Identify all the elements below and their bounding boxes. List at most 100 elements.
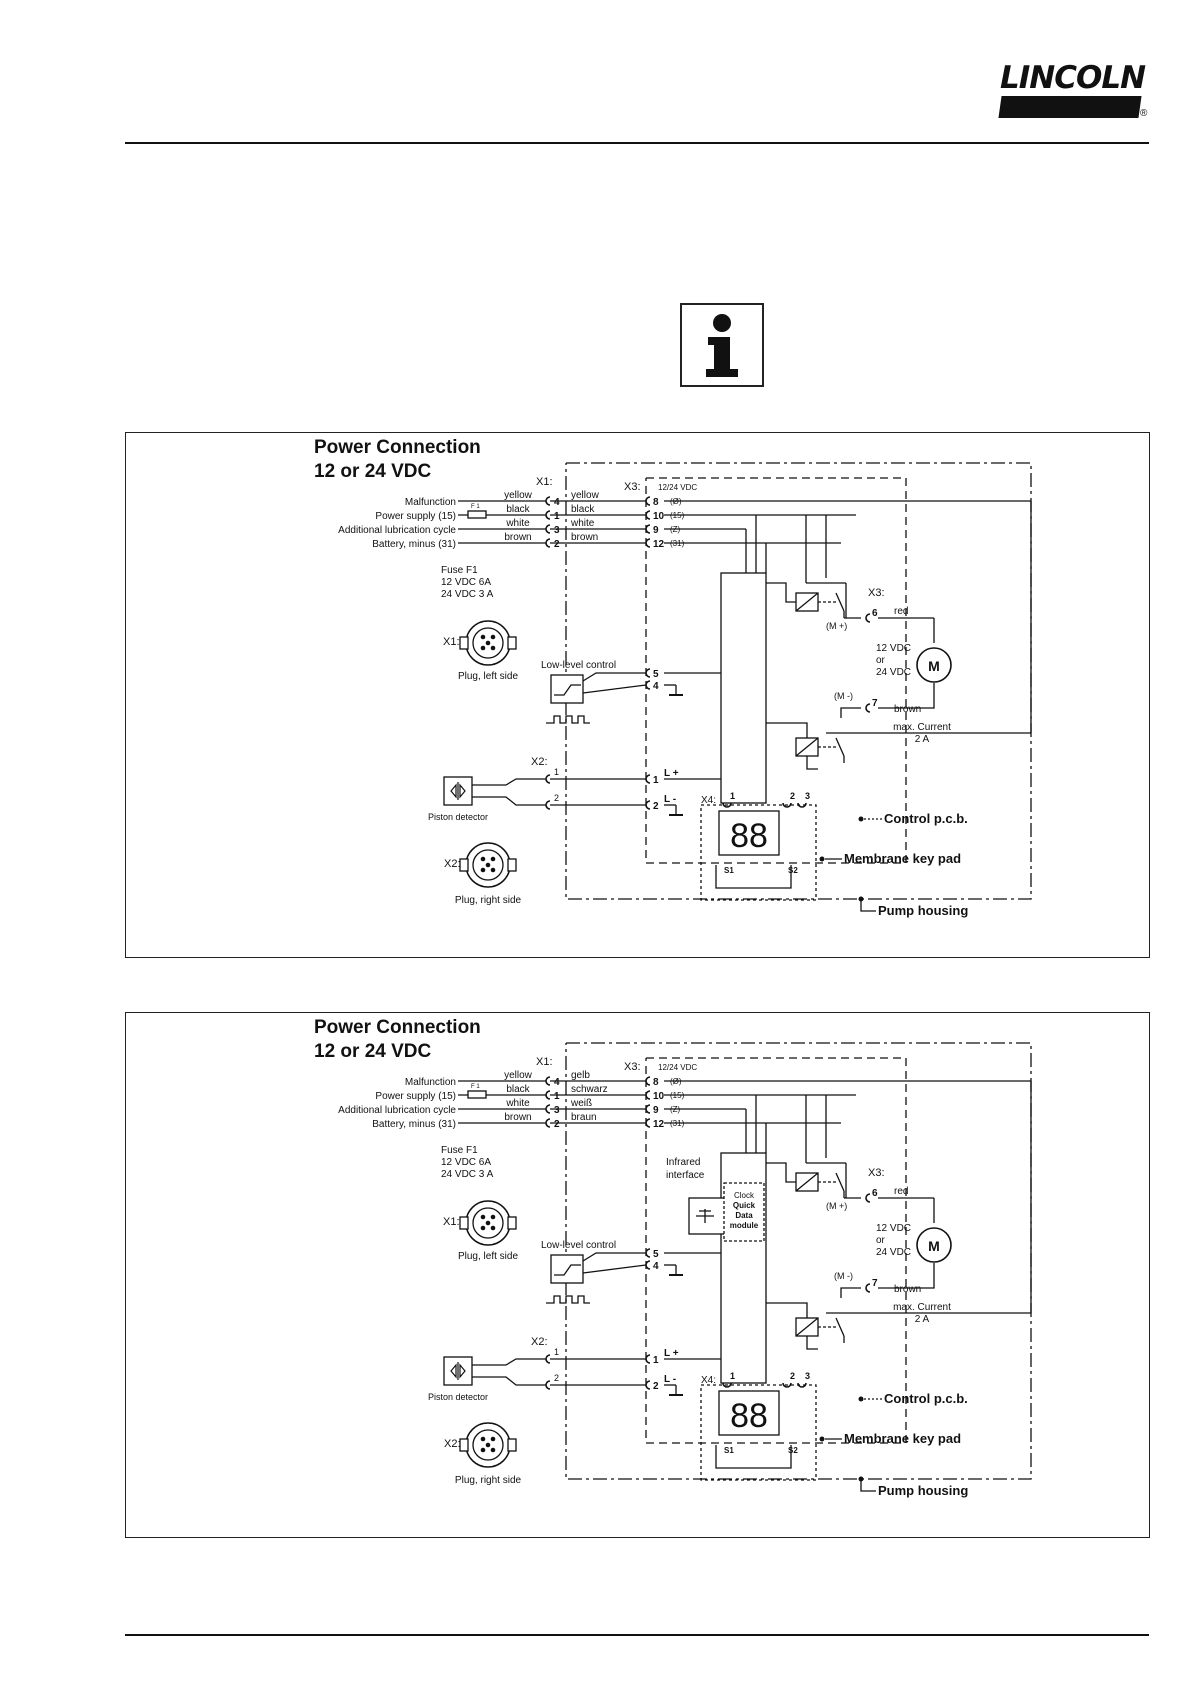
controller-module <box>720 572 767 804</box>
level-terminal <box>645 1248 651 1258</box>
callout-dot <box>858 896 864 902</box>
x2-inner-pin: 2 <box>653 1381 659 1392</box>
wire-color-label: black <box>506 504 530 515</box>
inner-color-label: schwarz <box>571 1084 608 1095</box>
x1-plug <box>507 1216 517 1230</box>
x2-plug-label: X2: <box>444 1438 461 1450</box>
x1-pin: 2 <box>554 1119 560 1130</box>
input-label: Power supply (15) <box>375 1091 456 1102</box>
x2-terminal <box>545 800 551 810</box>
relay-coil <box>795 737 819 757</box>
x1-plug <box>507 636 517 650</box>
x3-terminal <box>645 1076 651 1086</box>
x2-plug <box>472 1429 504 1461</box>
x3-header: 12/24 VDC <box>658 1063 697 1072</box>
footer-rule <box>125 1634 1149 1636</box>
piston-detector-label: Piston detector <box>428 812 488 822</box>
logo-bar <box>998 96 1142 118</box>
piston-detector <box>443 776 473 806</box>
relay-coil <box>795 1317 819 1337</box>
x2-inner-pin: 1 <box>653 1355 659 1366</box>
s2-label: S2 <box>788 866 798 875</box>
switch-contact <box>554 1264 581 1276</box>
x3-pin: 12 <box>653 1119 665 1130</box>
x3-terminal <box>645 1118 651 1128</box>
max-current-label: max. Current <box>893 722 951 733</box>
motor-gnd <box>840 1287 861 1298</box>
fuse-symbol <box>467 510 487 519</box>
x3-terminal <box>645 1104 651 1114</box>
x1-plug <box>459 1216 469 1230</box>
m-minus-label: (M -) <box>834 1271 853 1281</box>
x4-pin: 1 <box>730 791 735 801</box>
x1-label: X1: <box>536 476 553 488</box>
input-label: Battery, minus (31) <box>372 539 456 550</box>
diode-icon <box>696 1209 714 1223</box>
relay-drive <box>766 1302 808 1318</box>
x1-pin: 1 <box>554 1091 560 1102</box>
level-wire <box>582 672 646 682</box>
s1-label: S1 <box>724 1446 734 1455</box>
motor-pin: 7 <box>872 698 878 709</box>
module-label: Clock <box>734 1191 755 1200</box>
x3-terminal <box>645 524 651 534</box>
x4-pin: 3 <box>805 1371 810 1381</box>
level-switch <box>550 1254 584 1284</box>
lminus-terminal <box>645 1380 651 1390</box>
input-label: Power supply (15) <box>375 511 456 522</box>
detector-icon <box>450 782 466 800</box>
motor-pin: 6 <box>872 608 878 619</box>
motor-pin: 7 <box>872 1278 878 1289</box>
m-minus-label: (M -) <box>834 691 853 701</box>
fuse-spec: 12 VDC 6A <box>441 577 491 588</box>
fuse-tag: F 1 <box>471 504 480 510</box>
l-minus-label: L - <box>664 794 676 805</box>
x1-plug-pin <box>490 1225 496 1231</box>
inner-color-label: brown <box>571 532 598 543</box>
x1-label: X1: <box>536 1056 553 1068</box>
motor-wire <box>878 1263 935 1289</box>
inner-color-label: gelb <box>571 1070 590 1081</box>
module-label: module <box>730 1221 759 1230</box>
x4-terminal <box>797 802 807 808</box>
infrared-label: interface <box>666 1170 705 1181</box>
motor-terminal <box>865 703 871 713</box>
x1-plug-pin <box>480 645 486 651</box>
plug-right-label: Plug, right side <box>455 1475 522 1486</box>
l-minus-label: L - <box>664 1374 676 1385</box>
input-label: Additional lubrication cycle <box>338 1105 456 1116</box>
x2-plug-pin <box>490 1447 496 1453</box>
wire-color-label: white <box>505 1098 530 1109</box>
motor-voltage: 12 VDC <box>876 1223 911 1234</box>
lplus-terminal <box>645 774 651 784</box>
membrane-key-pad <box>700 1384 817 1481</box>
x1-plug-label: X1: <box>443 1216 460 1228</box>
x4-pin: 2 <box>790 1371 795 1381</box>
motor-letter: M <box>928 1238 940 1254</box>
relay-drive <box>766 582 796 603</box>
pump-housing-label: Pump housing <box>878 903 968 918</box>
detector-wire <box>472 1358 546 1366</box>
motor-gnd <box>840 707 861 718</box>
s2-label: S2 <box>788 1446 798 1455</box>
l-plus-label: L + <box>664 1348 679 1359</box>
relay-contact <box>835 737 845 757</box>
x1-pin: 3 <box>554 1105 560 1116</box>
x1-plug-label: X1: <box>443 636 460 648</box>
module-label: Data <box>735 1211 753 1220</box>
l-plus-label: L + <box>664 768 679 779</box>
x1-terminal <box>545 1090 551 1100</box>
x3-pin: 10 <box>653 511 665 522</box>
keypad-wire <box>715 1445 792 1469</box>
inner-color-label: braun <box>571 1112 597 1123</box>
relay-gnd <box>806 1336 818 1350</box>
lplus-terminal <box>645 1354 651 1364</box>
x1-plug-pin <box>480 1214 486 1220</box>
control-pcb-frame <box>645 1057 907 1444</box>
information-icon <box>680 303 764 387</box>
inner-color-label: weiß <box>570 1098 592 1109</box>
x1-terminal <box>545 496 551 506</box>
x4-label: X4: <box>701 1375 716 1386</box>
motor-letter: M <box>928 658 940 674</box>
detector-icon <box>450 1362 466 1380</box>
